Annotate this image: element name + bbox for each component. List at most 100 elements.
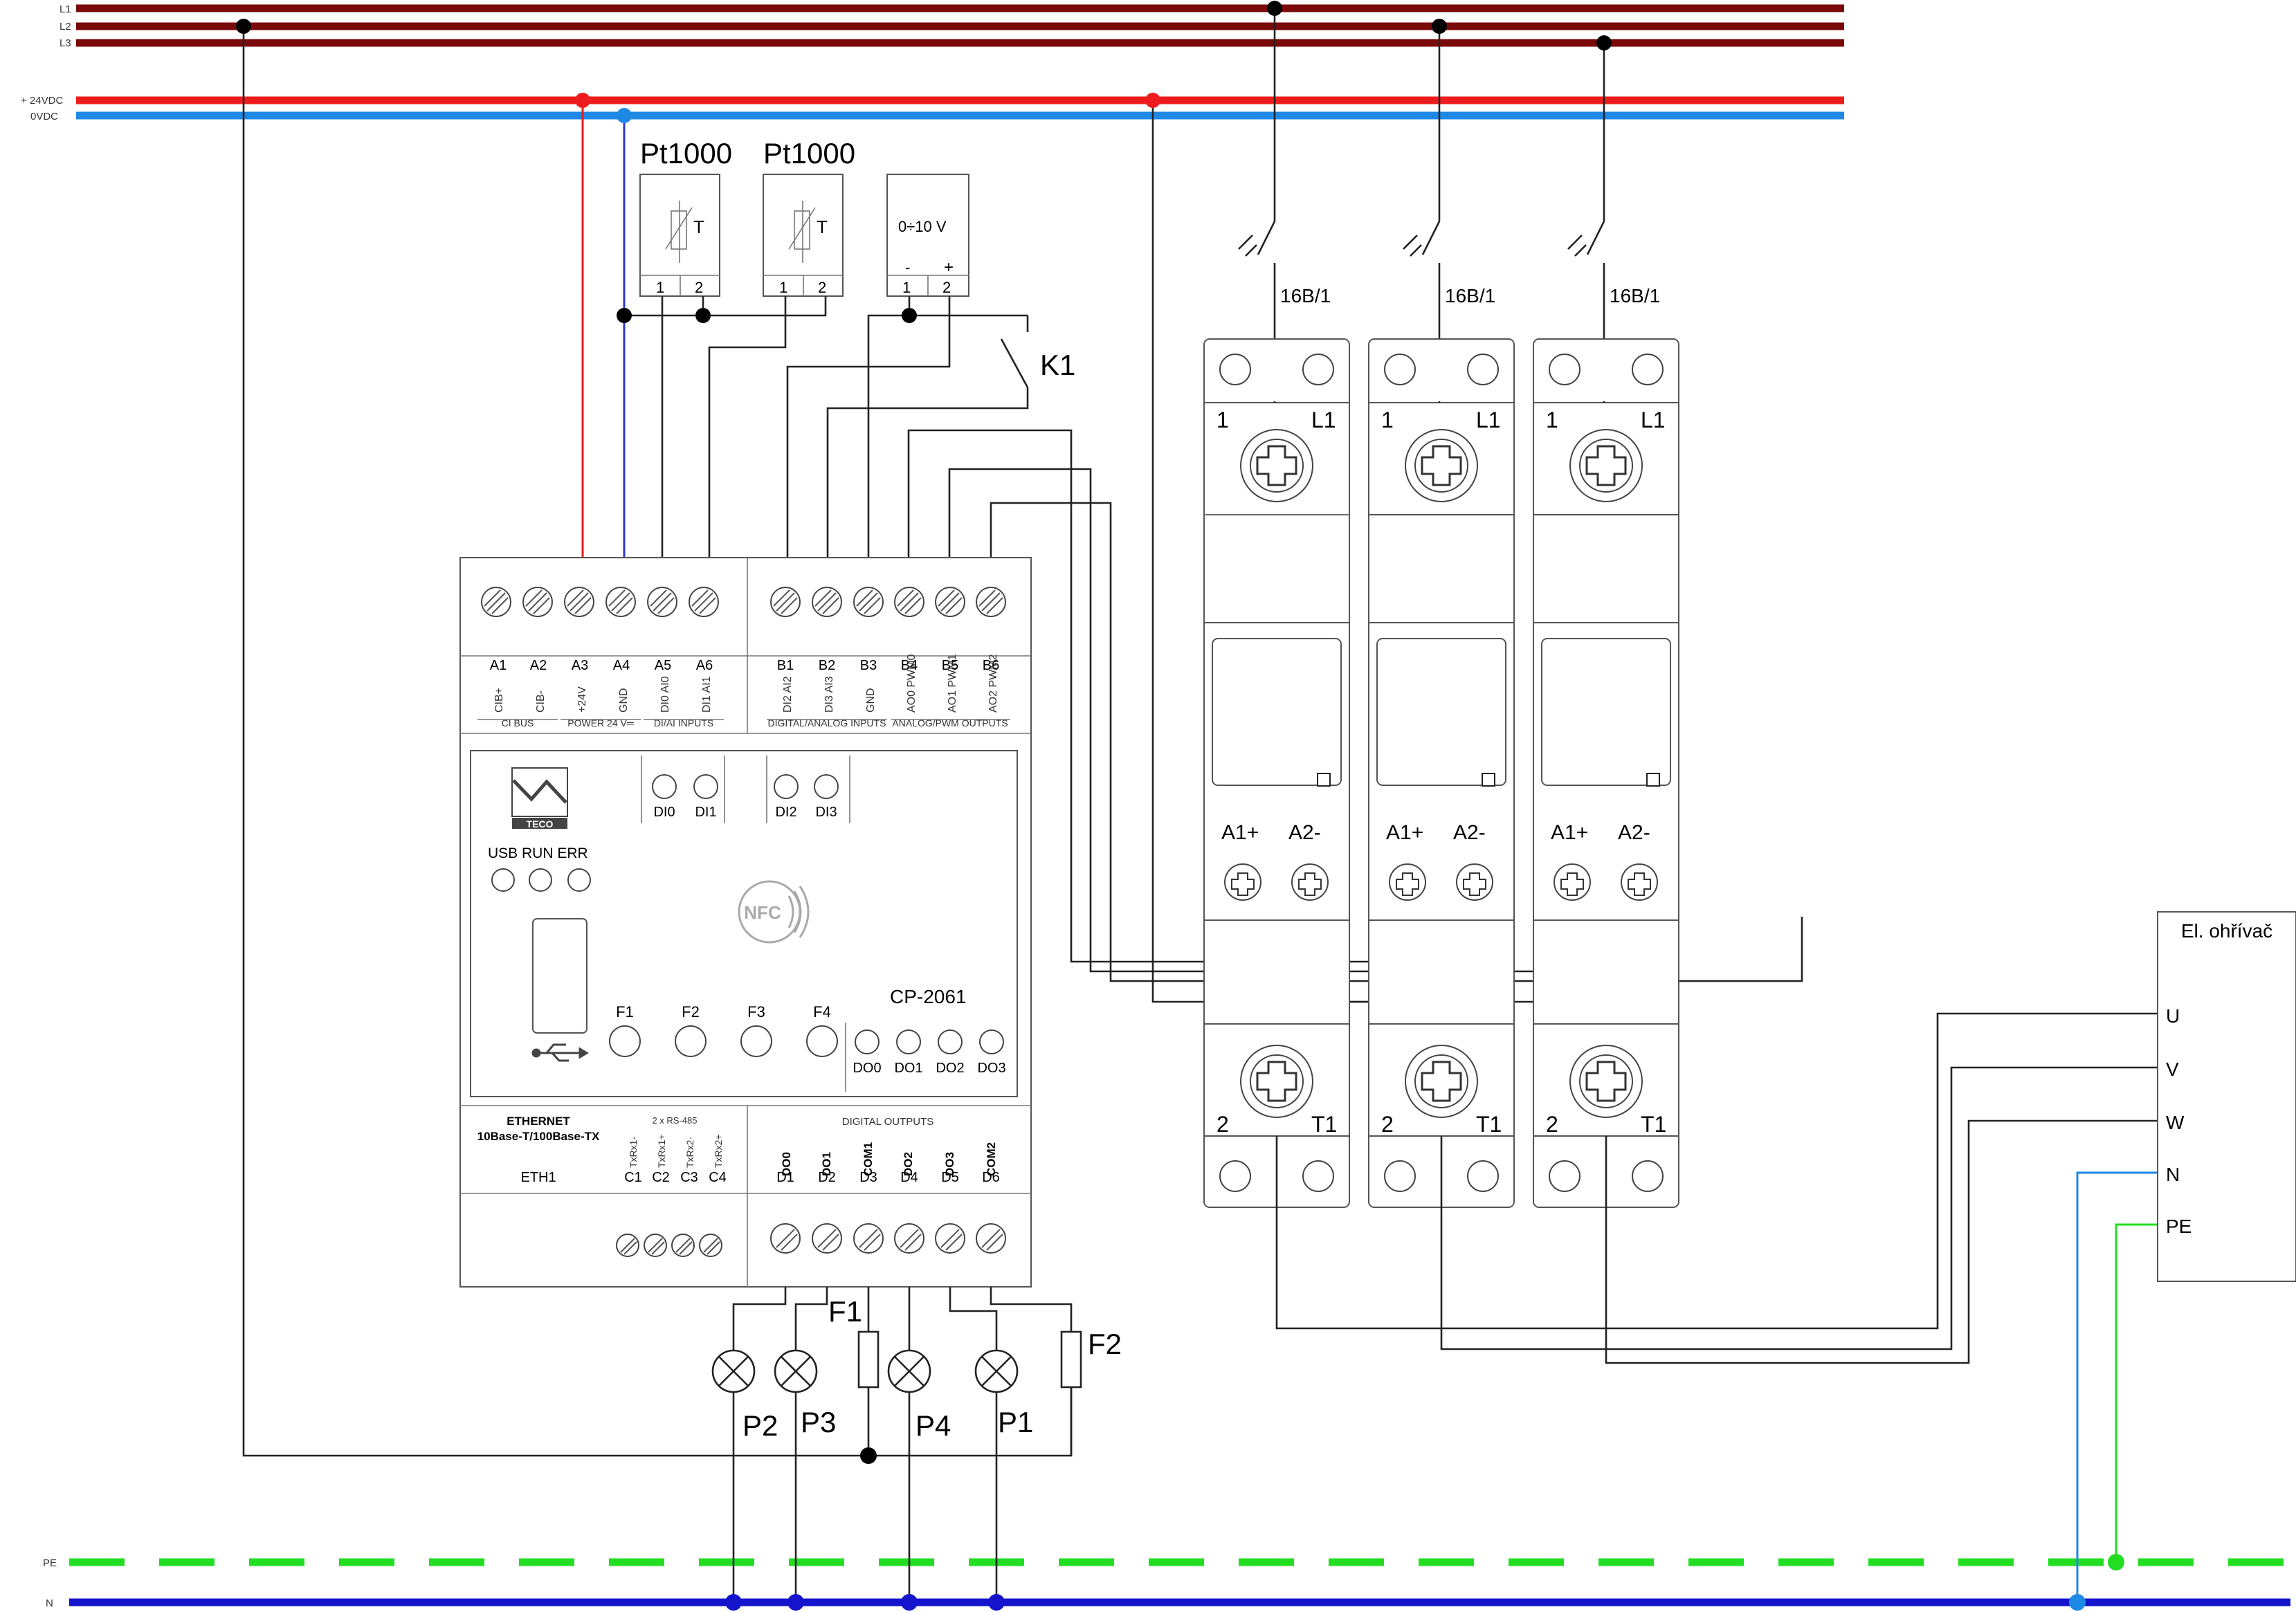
func-do3: DO3: [943, 1152, 956, 1176]
analog-minus: -: [905, 259, 910, 276]
usb-icon: [531, 1043, 589, 1062]
key-label-f3: F3: [747, 1003, 765, 1020]
key-label-f4: F4: [813, 1003, 831, 1020]
terminal-b6: B6: [983, 658, 999, 673]
func-ao0: AO0 PWM0: [906, 654, 918, 713]
output-loads: F1 F2 P2 P3 P4 P1: [711, 1287, 1122, 1611]
breakers: 16B/1 16B/1 16B/1: [1238, 1, 1660, 401]
contactor-1-term-t1: T1: [1311, 1112, 1337, 1137]
rail-label-l3: L3: [60, 37, 71, 49]
led-label-di3: DI3: [815, 805, 837, 820]
key-f2[interactable]: [675, 1025, 707, 1057]
terminal-c4: C4: [709, 1170, 727, 1185]
led-do3: [979, 1029, 1004, 1054]
func-txrx2-minus: TxRx2-: [684, 1137, 695, 1168]
eth-port-label: ETH1: [520, 1170, 556, 1185]
contactor-3-a2: A2-: [1618, 821, 1650, 844]
key-f1[interactable]: [609, 1025, 641, 1057]
nfc-icon: NFC: [738, 880, 810, 944]
lamp-p4-label: P4: [915, 1409, 951, 1442]
contactor-1-term-1: 1: [1217, 407, 1229, 432]
contactor-3: 1 L1 A1+ A2- 2 T1: [1533, 338, 1679, 1208]
group-di-ai: DI/AI INPUTS: [654, 717, 713, 729]
led-di1: [693, 774, 718, 799]
func-txrx2-plus: TxRx2+: [713, 1134, 724, 1168]
func-txrx1-plus: TxRx1+: [656, 1134, 667, 1168]
phase-rails: [76, 4, 1844, 47]
sensor-title: Pt1000: [763, 137, 855, 170]
breaker-3-label: 16B/1: [1610, 285, 1660, 306]
lamp-p2-label: P2: [742, 1409, 778, 1442]
terminal-d3: D3: [859, 1170, 877, 1185]
relay-k1-label: K1: [1040, 349, 1075, 381]
sensor-pin-2: 2: [695, 279, 703, 296]
heater-term-pe: PE: [2166, 1216, 2192, 1237]
func-com1: COM1: [862, 1142, 875, 1176]
heater-term-u: U: [2166, 1005, 2180, 1027]
func-do1: DO1: [820, 1152, 833, 1176]
contactor-1-a2: A2-: [1288, 821, 1321, 844]
teco-logo: TECO: [511, 767, 568, 830]
brand-text: TECO: [527, 818, 554, 830]
analog-pin-1: 1: [902, 279, 911, 296]
terminal-b4: B4: [901, 658, 918, 673]
run-led: [529, 868, 552, 892]
terminal-b5: B5: [942, 658, 958, 673]
breaker-2-label: 16B/1: [1445, 285, 1495, 306]
rail-label-0vdc: 0VDC: [30, 111, 58, 122]
rail-label-pe: PE: [43, 1557, 57, 1569]
func-do0: DO0: [780, 1152, 793, 1176]
contactor-2-term-l1: L1: [1476, 407, 1501, 432]
contactor-2-term-1: 1: [1381, 407, 1394, 432]
terminal-a2: A2: [530, 658, 547, 673]
led-di0: [652, 774, 677, 799]
terminal-b3: B3: [860, 658, 877, 673]
terminal-a6: A6: [696, 658, 713, 673]
contactor-2-term-t1: T1: [1476, 1112, 1502, 1137]
led-label-do2: DO2: [936, 1061, 964, 1076]
terminal-d6: D6: [982, 1170, 1000, 1185]
contactor-2: 1 L1 A1+ A2- 2 T1: [1368, 338, 1515, 1208]
usb-port: [532, 918, 587, 1034]
key-f3[interactable]: [740, 1025, 772, 1057]
rail-label-l2: L2: [60, 21, 71, 33]
led-label-do0: DO0: [853, 1061, 881, 1076]
group-ci-bus: CI BUS: [502, 717, 534, 729]
terminal-c3: C3: [680, 1170, 698, 1185]
func-ao2: AO2 PWM2: [987, 654, 999, 713]
breaker-1-label: 16B/1: [1280, 285, 1331, 306]
group-analog-pwm-outputs: ANALOG/PWM OUTPUTS: [892, 717, 1008, 729]
key-f4[interactable]: [806, 1025, 838, 1057]
func-txrx1-minus: TxRx1-: [628, 1137, 639, 1168]
contactor-3-term-l1: L1: [1641, 407, 1666, 432]
controller-cp2061: A1 A2 A3 A4 A5 A6 B1 B2 B3 B4 B5 B6 CIB+…: [459, 557, 1032, 1288]
func-gnd: GND: [618, 688, 630, 713]
func-com2: COM2: [985, 1142, 998, 1176]
func-do2: DO2: [902, 1152, 915, 1176]
electric-heater: El. ohřívač U V W N PE: [2157, 911, 2296, 1282]
terminal-a5: A5: [655, 658, 671, 673]
contactor-1-a1: A1+: [1221, 821, 1259, 844]
contactor-3-term-t1: T1: [1641, 1112, 1666, 1137]
rail-label-n: N: [46, 1597, 53, 1609]
group-digital-analog-inputs: DIGITAL/ANALOG INPUTS: [768, 717, 886, 729]
rail-label-l1: L1: [60, 3, 71, 15]
key-label-f1: F1: [616, 1003, 634, 1020]
func-gnd-b3: GND: [865, 688, 877, 713]
key-label-f2: F2: [682, 1003, 700, 1020]
digital-outputs-title: DIGITAL OUTPUTS: [842, 1116, 934, 1128]
func-cib-minus: CIB-: [535, 690, 547, 713]
terminal-a4: A4: [613, 658, 630, 673]
func-ao1: AO1 PWM1: [947, 654, 958, 713]
status-leds-label: USB RUN ERR: [488, 845, 588, 861]
rail-label-24vdc: + 24VDC: [21, 95, 63, 107]
heater-term-n: N: [2166, 1164, 2180, 1185]
contactor-3-a1: A1+: [1551, 821, 1588, 844]
analog-range: 0÷10 V: [898, 218, 947, 235]
contactor-2-term-2: 2: [1381, 1112, 1394, 1137]
terminal-d2: D2: [818, 1170, 836, 1185]
terminal-b1: B1: [777, 658, 794, 673]
led-label-di0: DI0: [653, 805, 675, 820]
pt1000-sensor-1: Pt1000 T 1 2: [639, 137, 732, 297]
